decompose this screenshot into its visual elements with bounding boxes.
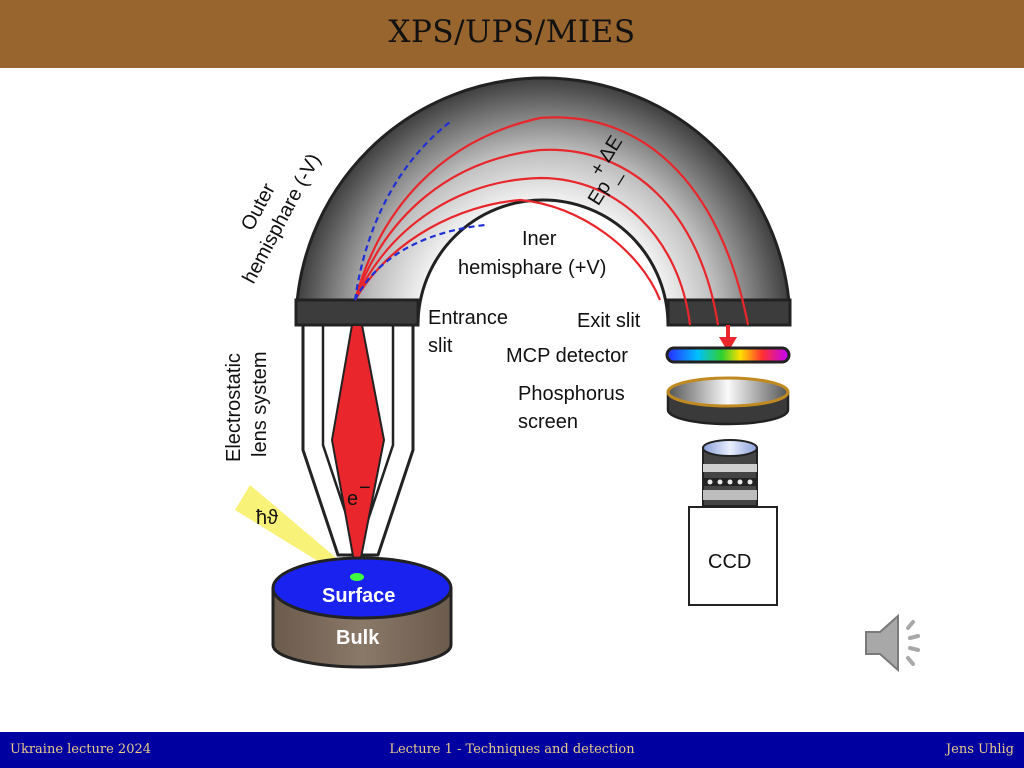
entrance-slit-label-2: slit [428,335,453,357]
ccd-camera [688,506,778,606]
lens-system-label: Electrostatic lens system [223,351,271,462]
surface-label: Surface [322,585,395,607]
entrance-slit-plate [294,298,420,327]
bulk-label: Bulk [336,627,380,649]
electron-beam [330,324,386,579]
phosphorus-screen-label-1: Phosphorus [518,383,625,405]
electron-label: e [347,488,358,510]
inner-hemisphere-label-2: hemisphare (+V) [458,257,606,279]
footer-author: Jens Uhlig [945,742,1014,757]
photon-label: ħϑ [256,507,278,529]
exit-slit-label: Exit slit [577,310,641,332]
exit-arrowhead [719,337,737,352]
title-bar [0,0,1024,68]
footer-bar [0,732,1024,768]
speaker-icon[interactable] [862,608,932,678]
phosphorus-screen-label-2: screen [518,411,578,433]
slide-title: XPS/UPS/MIES [388,14,636,50]
entrance-slit-label-1: Entrance [428,307,508,329]
inner-hemisphere-label-1: Iner [522,228,557,250]
electron-trajectories [353,116,750,326]
mcp-detector [665,346,791,364]
mcp-detector-label: MCP detector [506,345,628,367]
svg-text:Electrostatic: Electrostatic [223,353,245,462]
ccd-label: CCD [708,551,751,573]
svg-text:lens system: lens system [249,351,271,457]
hemisphere [294,76,792,327]
lost-trajectories [353,121,486,301]
footer-lecture-title: Lecture 1 - Techniques and detection [389,742,635,757]
surface [271,556,453,620]
footer-lecture-series: Ukraine lecture 2024 [10,742,152,757]
photon-beam [235,485,360,582]
electron-charge: − [359,477,371,499]
camera-lens [702,439,758,507]
emission-spot [350,573,364,581]
